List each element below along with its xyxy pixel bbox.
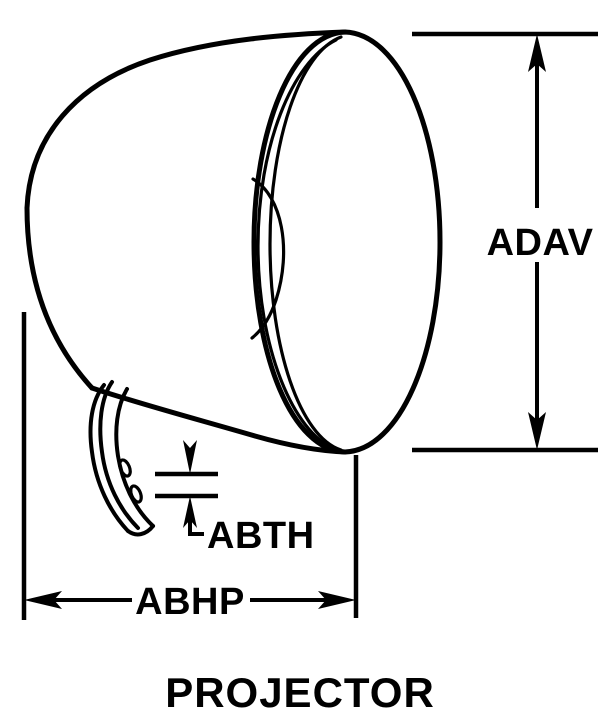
bracket-horn-side-edge	[114, 387, 155, 528]
dimension-abhp: ABHP	[21, 312, 359, 623]
horn-throat-opening	[250, 177, 286, 340]
abhp-arrow-left-icon	[24, 591, 62, 609]
abth-arrow-down-icon	[183, 440, 197, 474]
dimension-abth: ABTH	[155, 440, 315, 557]
abhp-arrow-right-icon	[318, 591, 356, 609]
mounting-bracket	[88, 380, 155, 537]
horn-bell-inner-rim	[268, 35, 343, 452]
bracket-mounting-hole-lower	[129, 484, 143, 504]
drawing-title: PROJECTOR	[165, 669, 435, 716]
bracket-inner-edge	[98, 380, 140, 530]
horn-cone-top-profile	[24, 29, 348, 211]
abth-label: ABTH	[207, 515, 315, 557]
abth-leader-line	[188, 516, 204, 536]
horn-cone-bottom-profile	[89, 385, 348, 455]
bracket-end-tab	[126, 524, 155, 537]
bracket-mounting-hole-upper	[118, 458, 132, 478]
dimension-adav: ADAV	[412, 31, 598, 453]
horn-bell-outer-rim	[251, 29, 443, 455]
horn-bell-lip-line	[256, 38, 338, 452]
bracket-outer-edge	[88, 383, 130, 533]
abth-arrow-up-icon	[183, 496, 197, 528]
adav-arrow-down-icon	[528, 412, 546, 450]
horn-back-end-profile	[24, 205, 95, 391]
abhp-label: ABHP	[135, 581, 245, 623]
adav-arrow-up-icon	[528, 34, 546, 72]
adav-label: ADAV	[487, 222, 594, 264]
horn-assembly	[24, 29, 443, 455]
